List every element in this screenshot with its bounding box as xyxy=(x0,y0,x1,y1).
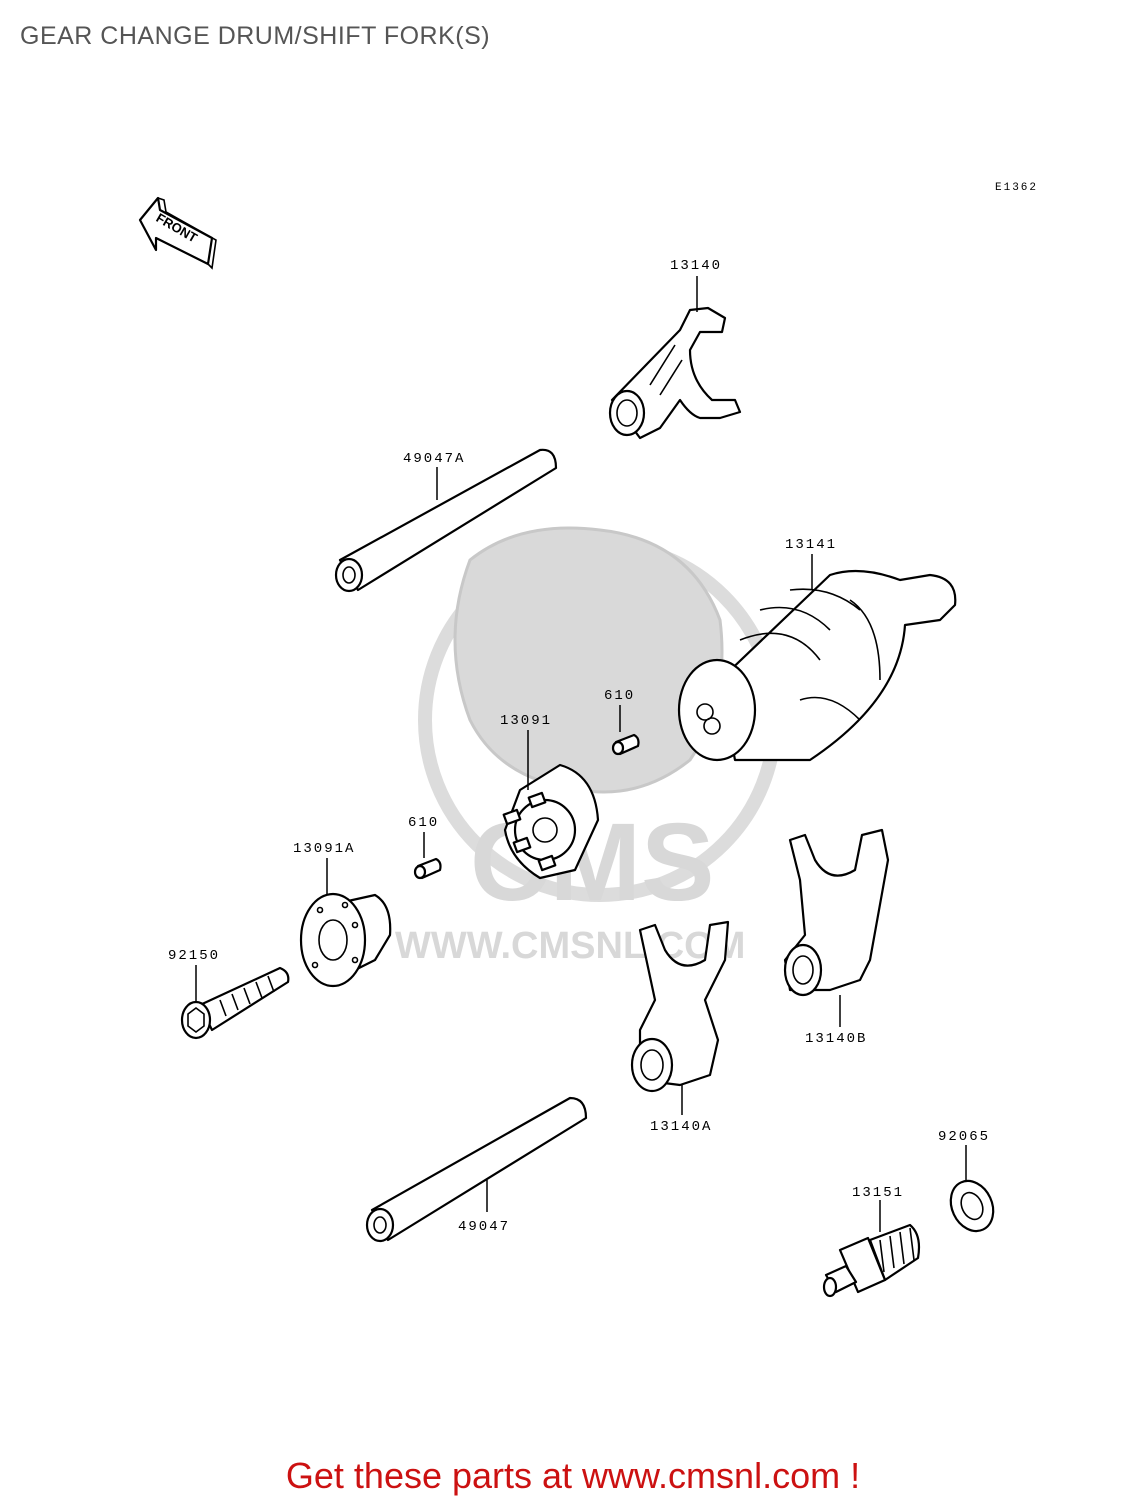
shift-fork-13140A xyxy=(630,920,730,1093)
shift-fork-13140B xyxy=(783,828,890,997)
switch-13151 xyxy=(822,1223,921,1298)
cam-plate-13091 xyxy=(502,763,600,880)
watermark-url: WWW.CMSNL.COM xyxy=(395,925,745,967)
label-92065: 92065 xyxy=(938,1129,990,1145)
reference-code: E1362 xyxy=(995,182,1038,194)
label-13151: 13151 xyxy=(852,1185,904,1201)
bolt-92150 xyxy=(180,966,290,1040)
pin-610-lower xyxy=(413,857,442,880)
label-13091: 13091 xyxy=(500,713,552,729)
label-13091A: 13091A xyxy=(293,841,355,857)
drum-cam-13091A xyxy=(299,892,392,988)
washer-92065 xyxy=(949,1179,995,1233)
drum-13141 xyxy=(677,569,957,762)
footer-link[interactable]: Get these parts at www.cmsnl.com ! xyxy=(285,1455,861,1496)
label-49047A: 49047A xyxy=(403,451,465,467)
shaft-49047A xyxy=(334,448,558,593)
label-13141: 13141 xyxy=(785,537,837,553)
page-title: GEAR CHANGE DRUM/SHIFT FORK(S) xyxy=(20,22,491,50)
label-610-upper: 610 xyxy=(604,688,635,704)
shift-fork-13140 xyxy=(608,306,742,440)
shaft-49047 xyxy=(365,1096,588,1243)
label-13140A: 13140A xyxy=(650,1119,712,1135)
label-13140: 13140 xyxy=(670,258,722,274)
label-610-lower: 610 xyxy=(408,815,439,831)
label-13140B: 13140B xyxy=(805,1031,867,1047)
pin-610-upper xyxy=(611,733,640,756)
front-arrow-icon: FRONT xyxy=(138,196,217,270)
label-49047: 49047 xyxy=(458,1219,510,1235)
label-92150: 92150 xyxy=(168,948,220,964)
cmsnl-watermark: CMS WWW.CMSNL.COM xyxy=(395,526,782,967)
